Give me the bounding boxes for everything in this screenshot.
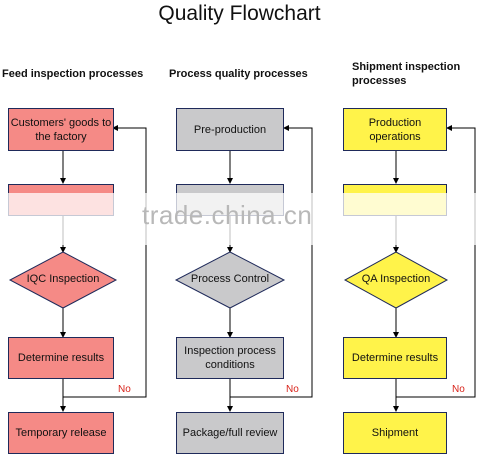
no-label-c2: No — [286, 384, 299, 395]
box-determine-results-c1: Determine results — [8, 337, 114, 379]
box-customers-goods: Customers' goods to the factory — [8, 108, 114, 151]
box-inspection-conditions: Inspection process conditions — [176, 337, 284, 379]
diagram-title: Quality Flowchart — [158, 2, 321, 25]
column-heading-shipment: Shipment inspection processes — [352, 61, 461, 87]
box-package-review: Package/full review — [176, 412, 284, 454]
box-temporary-release: Temporary release — [8, 412, 114, 454]
diamond-label-c1: IQC Inspection — [26, 273, 100, 285]
no-label-c3: No — [452, 384, 465, 395]
diamond-label-c2: Process Control — [190, 273, 270, 285]
diamond-qa-inspection — [343, 251, 449, 309]
box-pre-production: Pre-production — [176, 108, 284, 151]
diamond-label-c3: QA Inspection — [361, 273, 431, 285]
box-determine-results-c3: Determine results — [343, 337, 447, 379]
box-shipment: Shipment — [343, 412, 447, 454]
column-heading-feed: Feed inspection processes — [2, 68, 144, 80]
diamond-iqc-inspection — [8, 251, 118, 309]
feedback-loop-c3 — [396, 125, 476, 398]
watermark-text: trade.china.cn — [142, 200, 313, 230]
feedback-loop-c1 — [63, 125, 147, 398]
feedback-loop-c2 — [230, 125, 313, 398]
box-production-operations: Production operations — [343, 108, 447, 151]
no-label-c1: No — [118, 384, 131, 395]
diamond-process-control — [174, 251, 286, 309]
column-heading-process: Process quality processes — [169, 68, 308, 80]
watermark-band — [0, 193, 479, 245]
